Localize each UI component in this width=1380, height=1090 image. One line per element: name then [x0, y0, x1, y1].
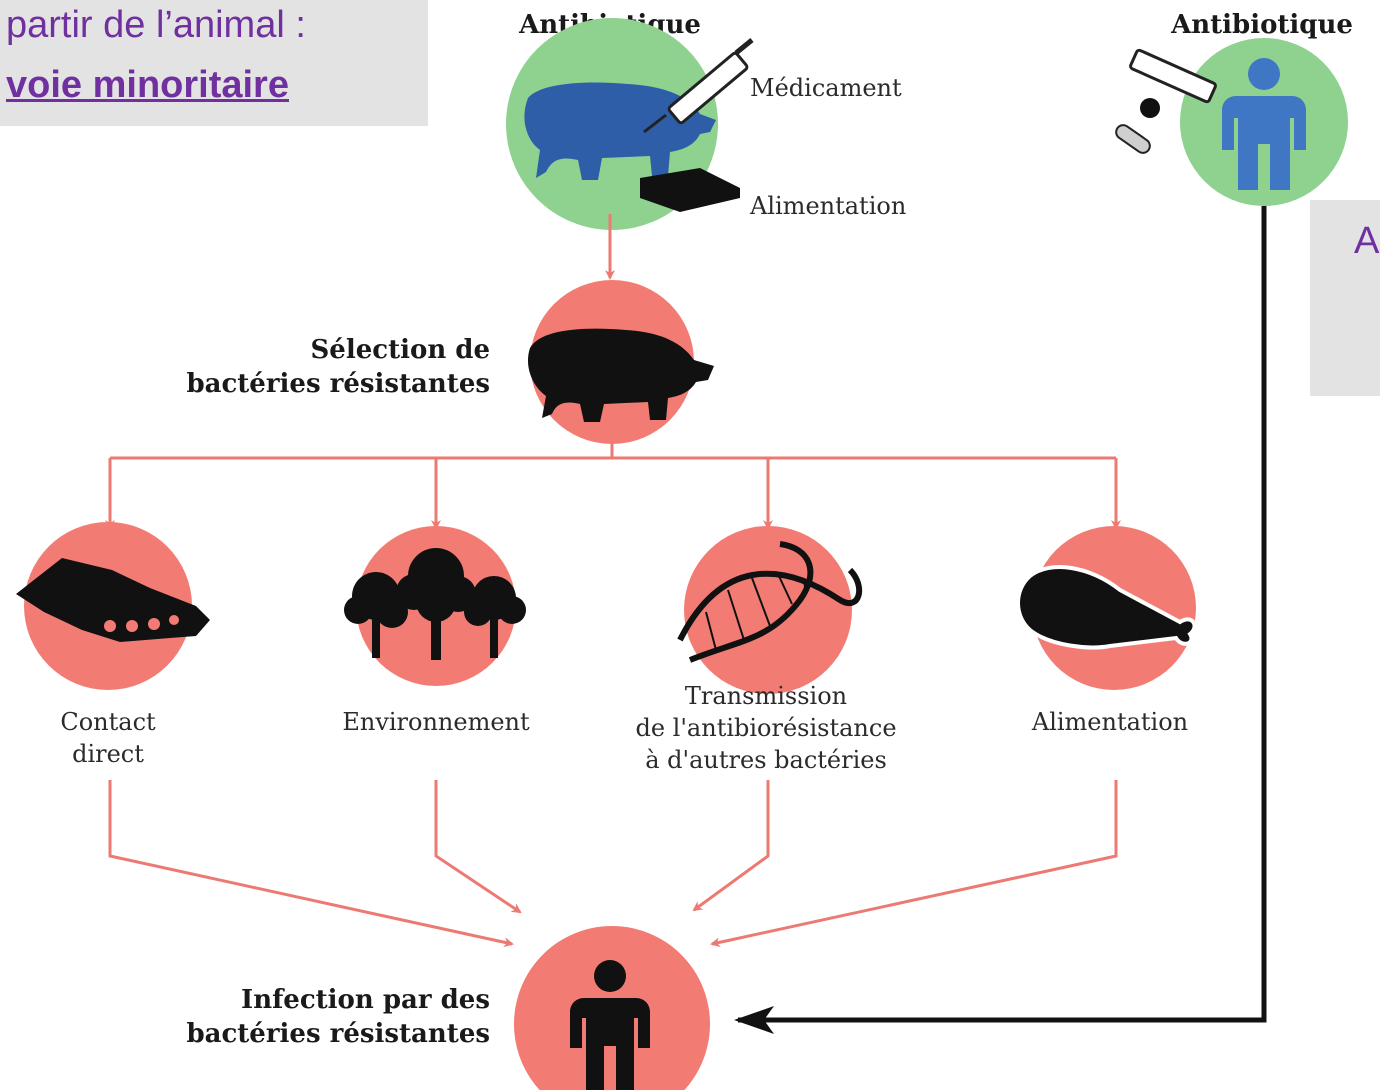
- arrow-environment-to-infection: [434, 780, 522, 914]
- syringe-pills-icon: [1115, 48, 1217, 154]
- caption-right-line1: A: [1354, 220, 1380, 262]
- environment-label: Environnement: [342, 708, 530, 736]
- pig-black-icon: [527, 328, 714, 422]
- infection-label-line2: bactéries résistantes: [186, 1019, 490, 1049]
- contact-label-line1: Contact: [60, 708, 156, 736]
- dna-icon: [677, 541, 862, 663]
- caption-box-left: partir de l’animal : voie minoritaire: [0, 0, 428, 126]
- human-to-infection-arrow: [734, 206, 1267, 1034]
- caption-left-line2: voie minoritaire: [6, 64, 289, 106]
- caption-left-line1: partir de l’animal :: [6, 4, 306, 46]
- transmission-label-line3: à d'autres bactéries: [645, 746, 887, 774]
- human-antibiotic-title: Antibiotique: [1170, 10, 1353, 40]
- contact-label-line2: direct: [72, 740, 144, 768]
- selection-label-line1: Sélection de: [311, 335, 490, 365]
- arrow-transmission-to-infection: [692, 780, 770, 912]
- caption-box-right: A: [1310, 200, 1380, 396]
- infection-label-line1: Infection par des: [241, 985, 490, 1015]
- person-blue-icon: [1222, 58, 1306, 190]
- trees-icon: [344, 548, 526, 660]
- arrow-food-to-infection: [710, 780, 1118, 948]
- food-label: Alimentation: [1031, 708, 1188, 736]
- transmission-label-line1: Transmission: [685, 682, 847, 710]
- ham-icon: [1016, 565, 1197, 650]
- syringe-icon: [643, 38, 754, 134]
- arrow-contact-to-infection: [108, 780, 514, 948]
- person-black-icon: [570, 960, 650, 1090]
- feed-trough-icon: [640, 168, 740, 212]
- transmission-label-line2: de l'antibiorésistance: [635, 714, 896, 742]
- handshake-icon: [16, 558, 210, 642]
- transmission-circle: [684, 526, 852, 694]
- selection-label-line2: bactéries résistantes: [186, 369, 490, 399]
- animal-feed-label: Alimentation: [749, 192, 906, 220]
- medication-label: Médicament: [750, 74, 902, 102]
